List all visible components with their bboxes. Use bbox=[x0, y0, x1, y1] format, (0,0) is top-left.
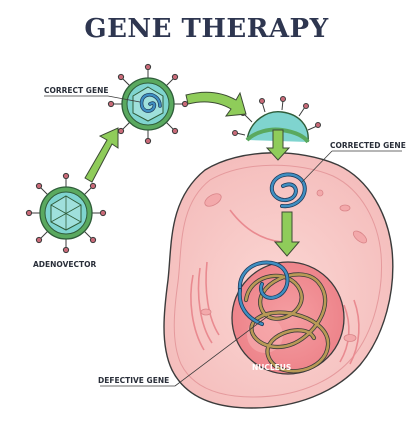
label-adenovector: ADENOVECTOR bbox=[33, 260, 97, 269]
loaded-vector bbox=[108, 64, 187, 143]
label-correct-gene: CORRECT GENE bbox=[44, 86, 108, 95]
label-defective-gene: DEFECTIVE GENE bbox=[98, 376, 169, 385]
adenovector bbox=[26, 173, 105, 252]
arrow-to-loaded-vector bbox=[85, 128, 118, 182]
label-corrected-gene: CORRECTED GENE bbox=[330, 141, 406, 150]
label-nucleus: NUCLEUS bbox=[252, 363, 291, 372]
virus-entering-cell bbox=[233, 97, 321, 161]
arrow-to-cell bbox=[186, 92, 246, 116]
